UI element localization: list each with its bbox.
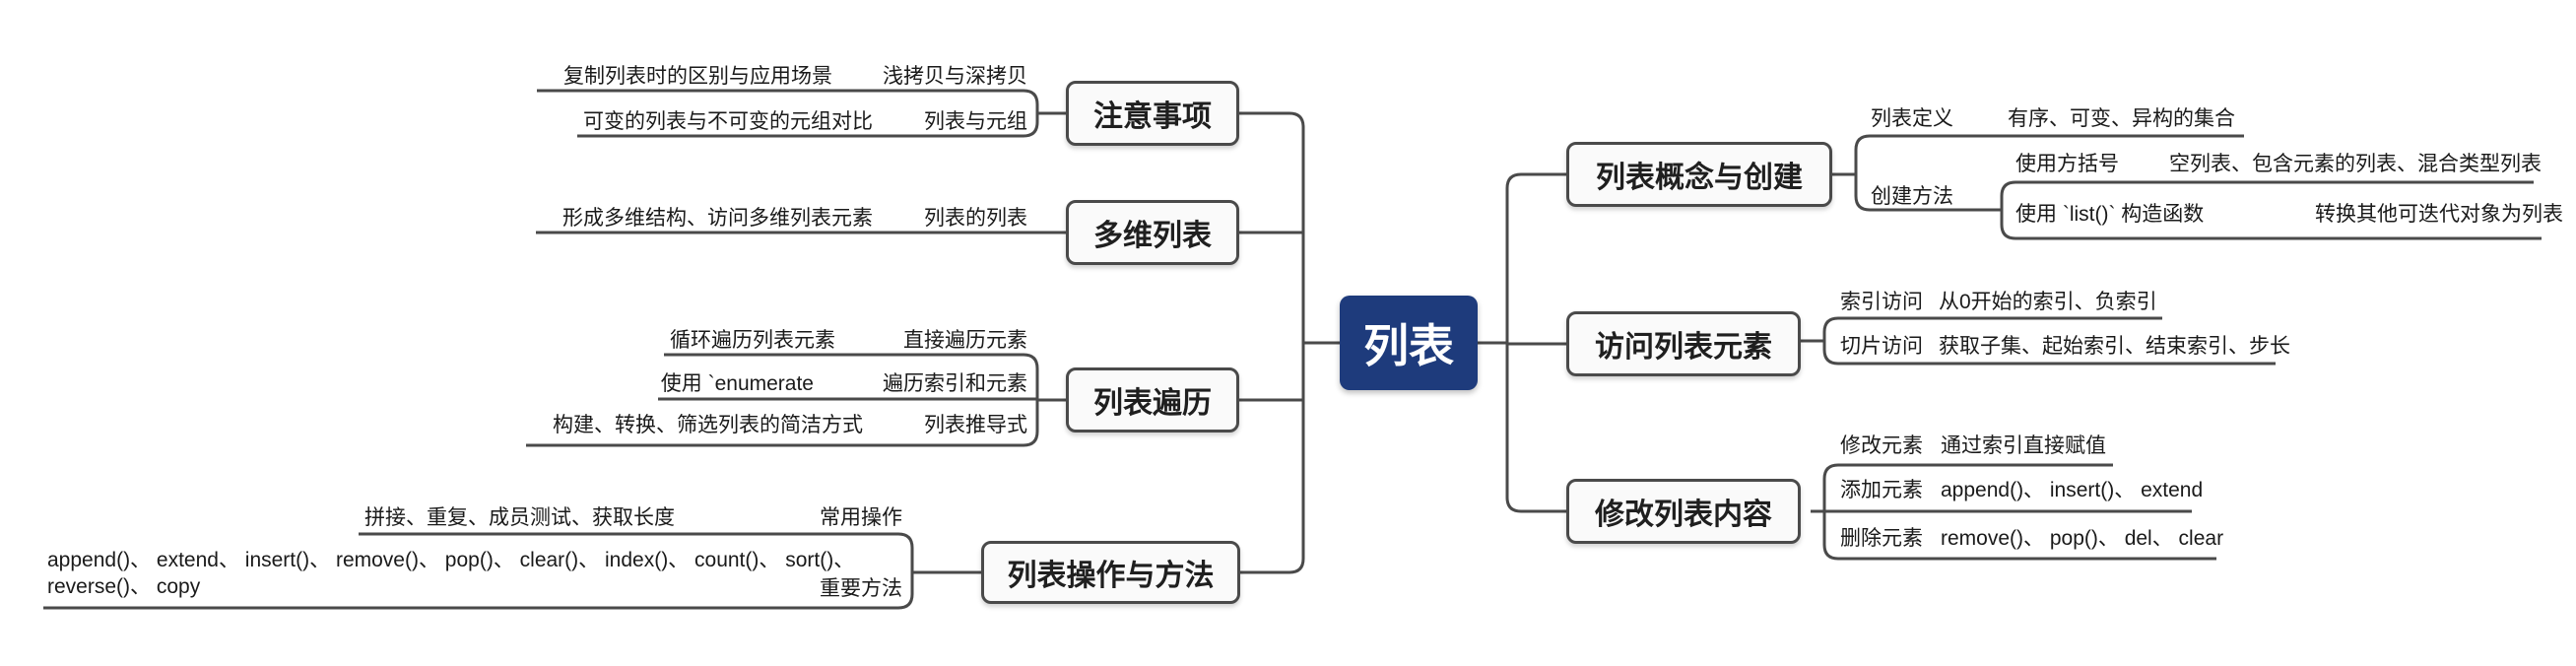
topic-list-vs-tuple-desc[interactable]: 可变的列表与不可变的元组对比 bbox=[583, 110, 873, 133]
branch-concept[interactable]: 列表概念与创建 bbox=[1566, 142, 1832, 207]
connector-concept-bracket bbox=[1832, 134, 2542, 240]
topic-index-access-desc[interactable]: 从0开始的索引、负索引 bbox=[1939, 291, 2157, 313]
topic-direct-iterate[interactable]: 直接遍历元素 bbox=[903, 329, 1027, 352]
connector-left-bus bbox=[1239, 111, 1340, 574]
connector-ops-bracket bbox=[43, 532, 981, 610]
topic-shallow-deep-copy-desc[interactable]: 复制列表时的区别与应用场景 bbox=[563, 65, 832, 88]
topic-direct-iterate-desc[interactable]: 循环遍历列表元素 bbox=[670, 329, 835, 352]
topic-comprehension[interactable]: 列表推导式 bbox=[924, 414, 1027, 436]
methods-line-2: reverse()、 copy bbox=[47, 575, 201, 598]
topic-important-methods[interactable]: 重要方法 bbox=[820, 577, 902, 600]
topic-brackets-desc[interactable]: 空列表、包含元素的列表、混合类型列表 bbox=[2169, 153, 2542, 175]
branch-notes[interactable]: 注意事项 bbox=[1066, 81, 1239, 146]
connector-modify-bracket bbox=[1811, 463, 2216, 561]
connector-traverse-bracket bbox=[526, 353, 1066, 447]
topic-list-constructor[interactable]: 使用 `list()` 构造函数 bbox=[2015, 203, 2205, 226]
topic-comprehension-desc[interactable]: 构建、转换、筛选列表的简洁方式 bbox=[553, 414, 863, 436]
topic-list-constructor-desc[interactable]: 转换其他可迭代对象为列表 bbox=[2315, 203, 2563, 226]
branch-ops[interactable]: 列表操作与方法 bbox=[981, 541, 1240, 604]
topic-delete-element[interactable]: 删除元素 bbox=[1840, 527, 1923, 550]
branch-traverse[interactable]: 列表遍历 bbox=[1066, 367, 1239, 433]
topic-shallow-deep-copy[interactable]: 浅拷贝与深拷贝 bbox=[883, 65, 1027, 88]
topic-slice-access-desc[interactable]: 获取子集、起始索引、结束索引、步长 bbox=[1939, 335, 2290, 358]
topic-important-methods-desc[interactable]: append()、 extend、 insert()、 remove()、 po… bbox=[47, 547, 854, 600]
branch-access[interactable]: 访问列表元素 bbox=[1566, 311, 1801, 376]
connector-right-bus bbox=[1478, 172, 1566, 513]
topic-common-ops-desc[interactable]: 拼接、重复、成员测试、获取长度 bbox=[364, 506, 675, 529]
topic-list-definition[interactable]: 列表定义 bbox=[1871, 107, 1953, 130]
connector-access-bracket bbox=[1801, 316, 2276, 366]
topic-modify-element[interactable]: 修改元素 bbox=[1840, 434, 1923, 457]
topic-modify-element-desc[interactable]: 通过索引直接赋值 bbox=[1941, 434, 2106, 457]
topic-brackets[interactable]: 使用方括号 bbox=[2015, 153, 2119, 175]
branch-modify[interactable]: 修改列表内容 bbox=[1566, 479, 1801, 544]
methods-line-1: append()、 extend、 insert()、 remove()、 po… bbox=[47, 549, 855, 571]
topic-list-definition-desc[interactable]: 有序、可变、异构的集合 bbox=[2008, 107, 2235, 130]
topic-list-of-lists[interactable]: 列表的列表 bbox=[924, 207, 1027, 230]
topic-add-element[interactable]: 添加元素 bbox=[1840, 479, 1923, 501]
topic-delete-element-desc[interactable]: remove()、 pop()、 del、 clear bbox=[1941, 527, 2224, 550]
topic-create-methods[interactable]: 创建方法 bbox=[1871, 185, 1953, 208]
topic-enumerate-desc[interactable]: 使用 `enumerate bbox=[660, 372, 814, 395]
topic-slice-access[interactable]: 切片访问 bbox=[1840, 335, 1923, 358]
topic-enumerate[interactable]: 遍历索引和元素 bbox=[883, 372, 1027, 395]
topic-list-of-lists-desc[interactable]: 形成多维结构、访问多维列表元素 bbox=[562, 207, 873, 230]
topic-add-element-desc[interactable]: append()、 insert()、 extend bbox=[1941, 479, 2204, 501]
connector-notes-bracket bbox=[537, 89, 1066, 138]
central-topic[interactable]: 列表 bbox=[1340, 296, 1478, 390]
topic-index-access[interactable]: 索引访问 bbox=[1840, 291, 1923, 313]
topic-list-vs-tuple[interactable]: 列表与元组 bbox=[924, 110, 1027, 133]
topic-common-ops[interactable]: 常用操作 bbox=[820, 506, 902, 529]
branch-multidim[interactable]: 多维列表 bbox=[1066, 200, 1239, 265]
